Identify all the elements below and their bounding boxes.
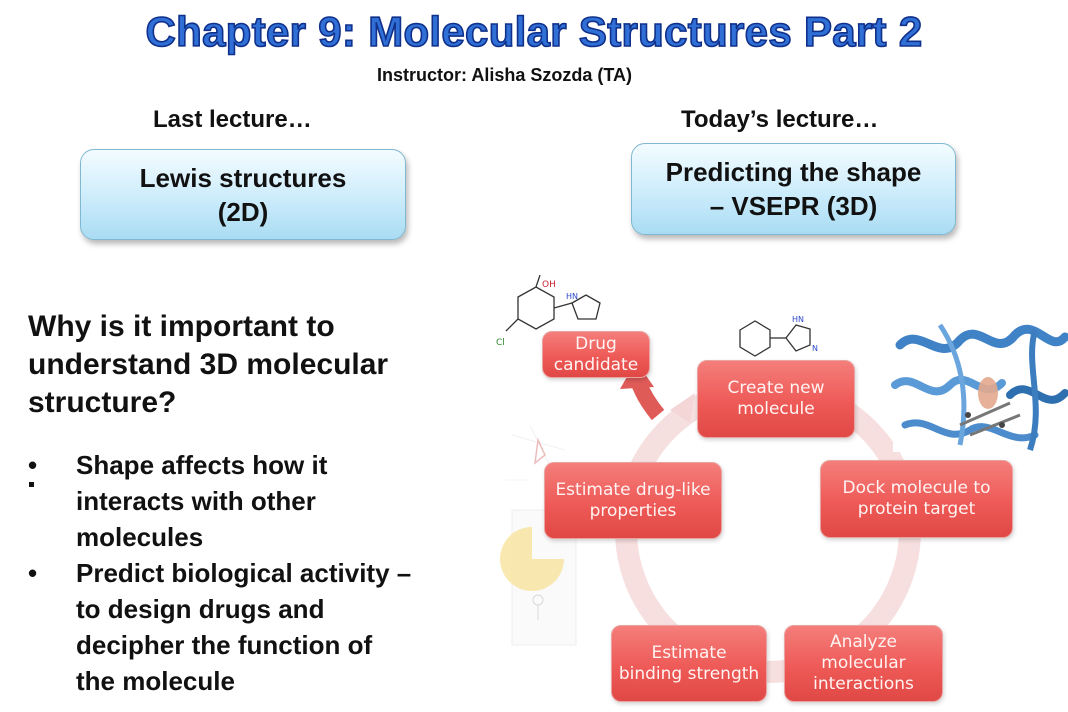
n-label: N [812, 344, 818, 353]
last-lecture-box-line1: Lewis structures [139, 162, 347, 193]
todays-lecture-box-line2: – VSEPR (3D) [709, 191, 878, 221]
bullet-line: molecules [76, 522, 204, 552]
bullet-marker: • [28, 450, 38, 480]
molecule-structure-2 [739, 320, 811, 357]
bullet-line: interacts with other [76, 486, 316, 516]
node-line: protein target [857, 499, 976, 519]
node-line: Estimate drug-like [555, 479, 711, 500]
node-line: Estimate [651, 642, 727, 663]
oh-label: OH [542, 280, 556, 290]
node-line: molecule [737, 399, 815, 419]
node-line: interactions [813, 674, 914, 694]
protein-ribbon-image [891, 320, 1068, 452]
question-line: understand 3D molecular [28, 348, 389, 381]
question-line: structure? [28, 386, 177, 419]
question-line: Why is it important to [28, 310, 335, 343]
todays-lecture-box: Predicting the shape – VSEPR (3D) [631, 143, 956, 235]
instructor-label: Instructor: Alisha Szozda (TA) [377, 65, 633, 85]
bullet-line: the molecule [76, 666, 235, 696]
last-lecture-box-line2: (2D) [217, 196, 269, 227]
page-title: Chapter 9: Molecular Structures Part 2 [145, 7, 923, 56]
bullet-line: decipher the function of [76, 630, 373, 660]
cl-label: Cl [496, 338, 505, 348]
hn-label-1: HN [566, 292, 578, 301]
last-lecture-label: Last lecture… [153, 106, 312, 133]
node-line: Analyze [829, 632, 897, 652]
node-line: binding strength [618, 663, 760, 684]
bullet-line: Predict biological activity – [76, 558, 412, 588]
node-line: candidate [553, 354, 639, 375]
node-line: Dock molecule to [842, 478, 991, 498]
bullet-line: Shape affects how it [76, 450, 328, 480]
stray-dot [29, 482, 34, 487]
todays-lecture-label: Today’s lecture… [681, 106, 879, 133]
node-line: properties [589, 500, 677, 521]
molecule-structure-1 [505, 275, 601, 332]
question-heading: Why is it important to understand 3D mol… [28, 308, 468, 422]
last-lecture-box: Lewis structures (2D) [80, 149, 406, 240]
node-line: Drug [575, 333, 617, 354]
node-line: molecular [821, 653, 906, 673]
list-item: • Shape affects how it interacts with ot… [28, 447, 478, 555]
hn-label-2: HN [792, 315, 804, 324]
node-line: Create new [727, 378, 825, 398]
bullet-line: to design drugs and [76, 594, 325, 624]
list-item: • Predict biological activity – to desig… [28, 555, 478, 699]
todays-lecture-box-line1: Predicting the shape [665, 157, 922, 187]
bullet-list: • Shape affects how it interacts with ot… [28, 447, 478, 699]
bullet-marker: • [28, 558, 38, 588]
